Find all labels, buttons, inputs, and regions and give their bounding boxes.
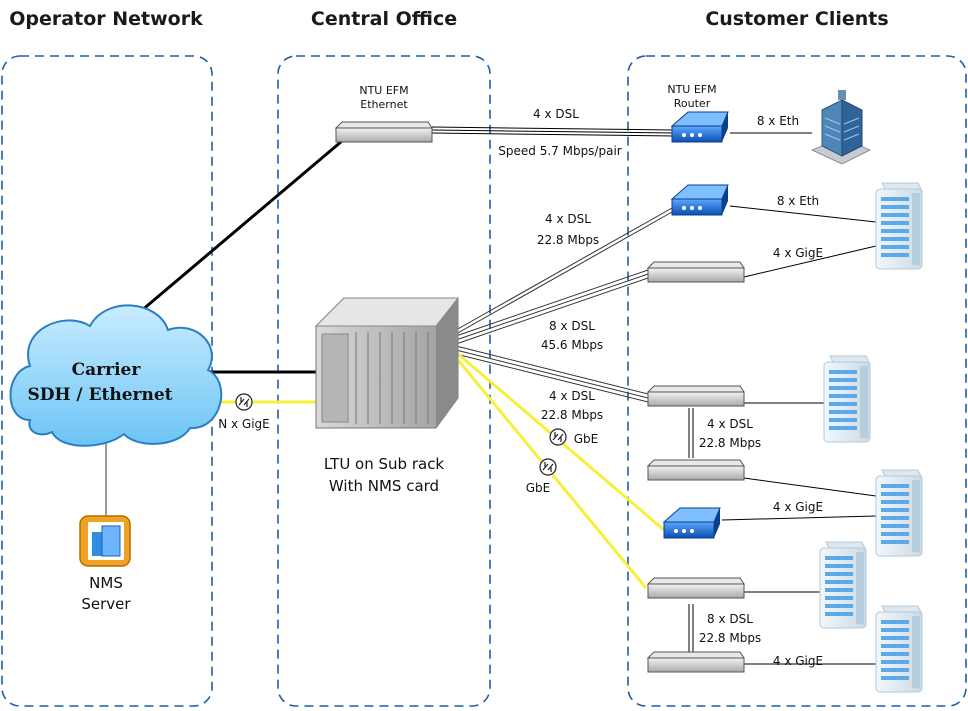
nms-server-icon xyxy=(79,515,131,567)
router-icon-3 xyxy=(663,507,721,539)
client-link1-label: 8 x Eth xyxy=(757,114,799,128)
link1-top-label: 4 x DSL xyxy=(533,107,579,121)
vlink1-bottom-label: 22.8 Mbps xyxy=(699,436,761,450)
ntu-switch-icon-2 xyxy=(647,385,745,407)
ntu-router-label-line2: Router xyxy=(674,97,711,110)
header-operator-network: Operator Network xyxy=(9,8,203,30)
header-central-office: Central Office xyxy=(311,8,457,30)
gbe1-label: GbE xyxy=(574,432,599,446)
client-link4-label: 4 x GigE xyxy=(773,500,823,514)
vlink2-bottom-label: 22.8 Mbps xyxy=(699,631,761,645)
ntu-router-label-line1: NTU EFM xyxy=(667,83,716,96)
vlink2-top-label: 8 x DSL xyxy=(707,612,753,626)
gbe-converter-icon-1 xyxy=(549,428,567,446)
ngige-label: N x GigE xyxy=(218,417,270,431)
ntu-switch-icon-1 xyxy=(647,261,745,283)
ntu-switch-icon-3 xyxy=(647,459,745,481)
client-link2-label: 8 x Eth xyxy=(777,194,819,208)
building-icon-3 xyxy=(875,469,923,557)
ntu-efm-router-icon xyxy=(671,111,729,143)
client-link3-label: 4 x GigE xyxy=(773,246,823,260)
cloud-label-line2: SDH / Ethernet xyxy=(27,385,172,405)
ntu-ethernet-label-line1: NTU EFM xyxy=(359,84,408,97)
dsl-link-ntu xyxy=(431,126,675,137)
customer-clients-zone xyxy=(627,55,967,707)
cloud-to-ntu-ethernet-link xyxy=(127,139,343,324)
link4-top-label: 4 x DSL xyxy=(549,389,595,403)
ntu-efm-ethernet-icon xyxy=(335,121,433,143)
building-icon-4 xyxy=(819,541,867,629)
building-icon-2 xyxy=(823,355,871,443)
link4-bottom-label: 22.8 Mbps xyxy=(541,408,603,422)
ntu-switch-icon-4 xyxy=(647,577,745,599)
ntu-ethernet-label-line2: Ethernet xyxy=(360,98,408,111)
ntu-switch-icon-5 xyxy=(647,651,745,673)
ltu-label-line1: LTU on Sub rack xyxy=(324,455,445,473)
carrier-cloud-icon: Carrier SDH / Ethernet xyxy=(9,304,223,447)
header-customer-clients: Customer Clients xyxy=(705,8,888,30)
router-icon-2 xyxy=(671,184,729,216)
link1-bottom-label: Speed 5.7 Mbps/pair xyxy=(498,144,622,158)
nms-label-line1: NMS xyxy=(89,574,123,592)
link3-top-label: 8 x DSL xyxy=(549,319,595,333)
operator-network-zone xyxy=(1,55,213,707)
building-icon-5 xyxy=(875,605,923,693)
gbe2-label: GbE xyxy=(526,481,551,495)
building-icon-1 xyxy=(875,182,923,270)
cloud-label-line1: Carrier xyxy=(72,360,142,380)
media-converter-icon xyxy=(235,393,253,411)
link3-bottom-label: 45.6 Mbps xyxy=(541,338,603,352)
office-tower-icon xyxy=(810,90,872,165)
client-link5-label: 4 x GigE xyxy=(773,654,823,668)
ltu-label-line2: With NMS card xyxy=(329,477,439,495)
dsl-links-ltu xyxy=(455,207,673,403)
gbe-converter-icon-2 xyxy=(539,458,557,476)
link2-bottom-label: 22.8 Mbps xyxy=(537,233,599,247)
link2-top-label: 4 x DSL xyxy=(545,212,591,226)
ltu-subrack-icon xyxy=(314,297,460,429)
client-links xyxy=(721,132,877,665)
vlink1-top-label: 4 x DSL xyxy=(707,417,753,431)
nms-label-line2: Server xyxy=(81,595,131,613)
vertical-dsl-links xyxy=(688,408,694,654)
